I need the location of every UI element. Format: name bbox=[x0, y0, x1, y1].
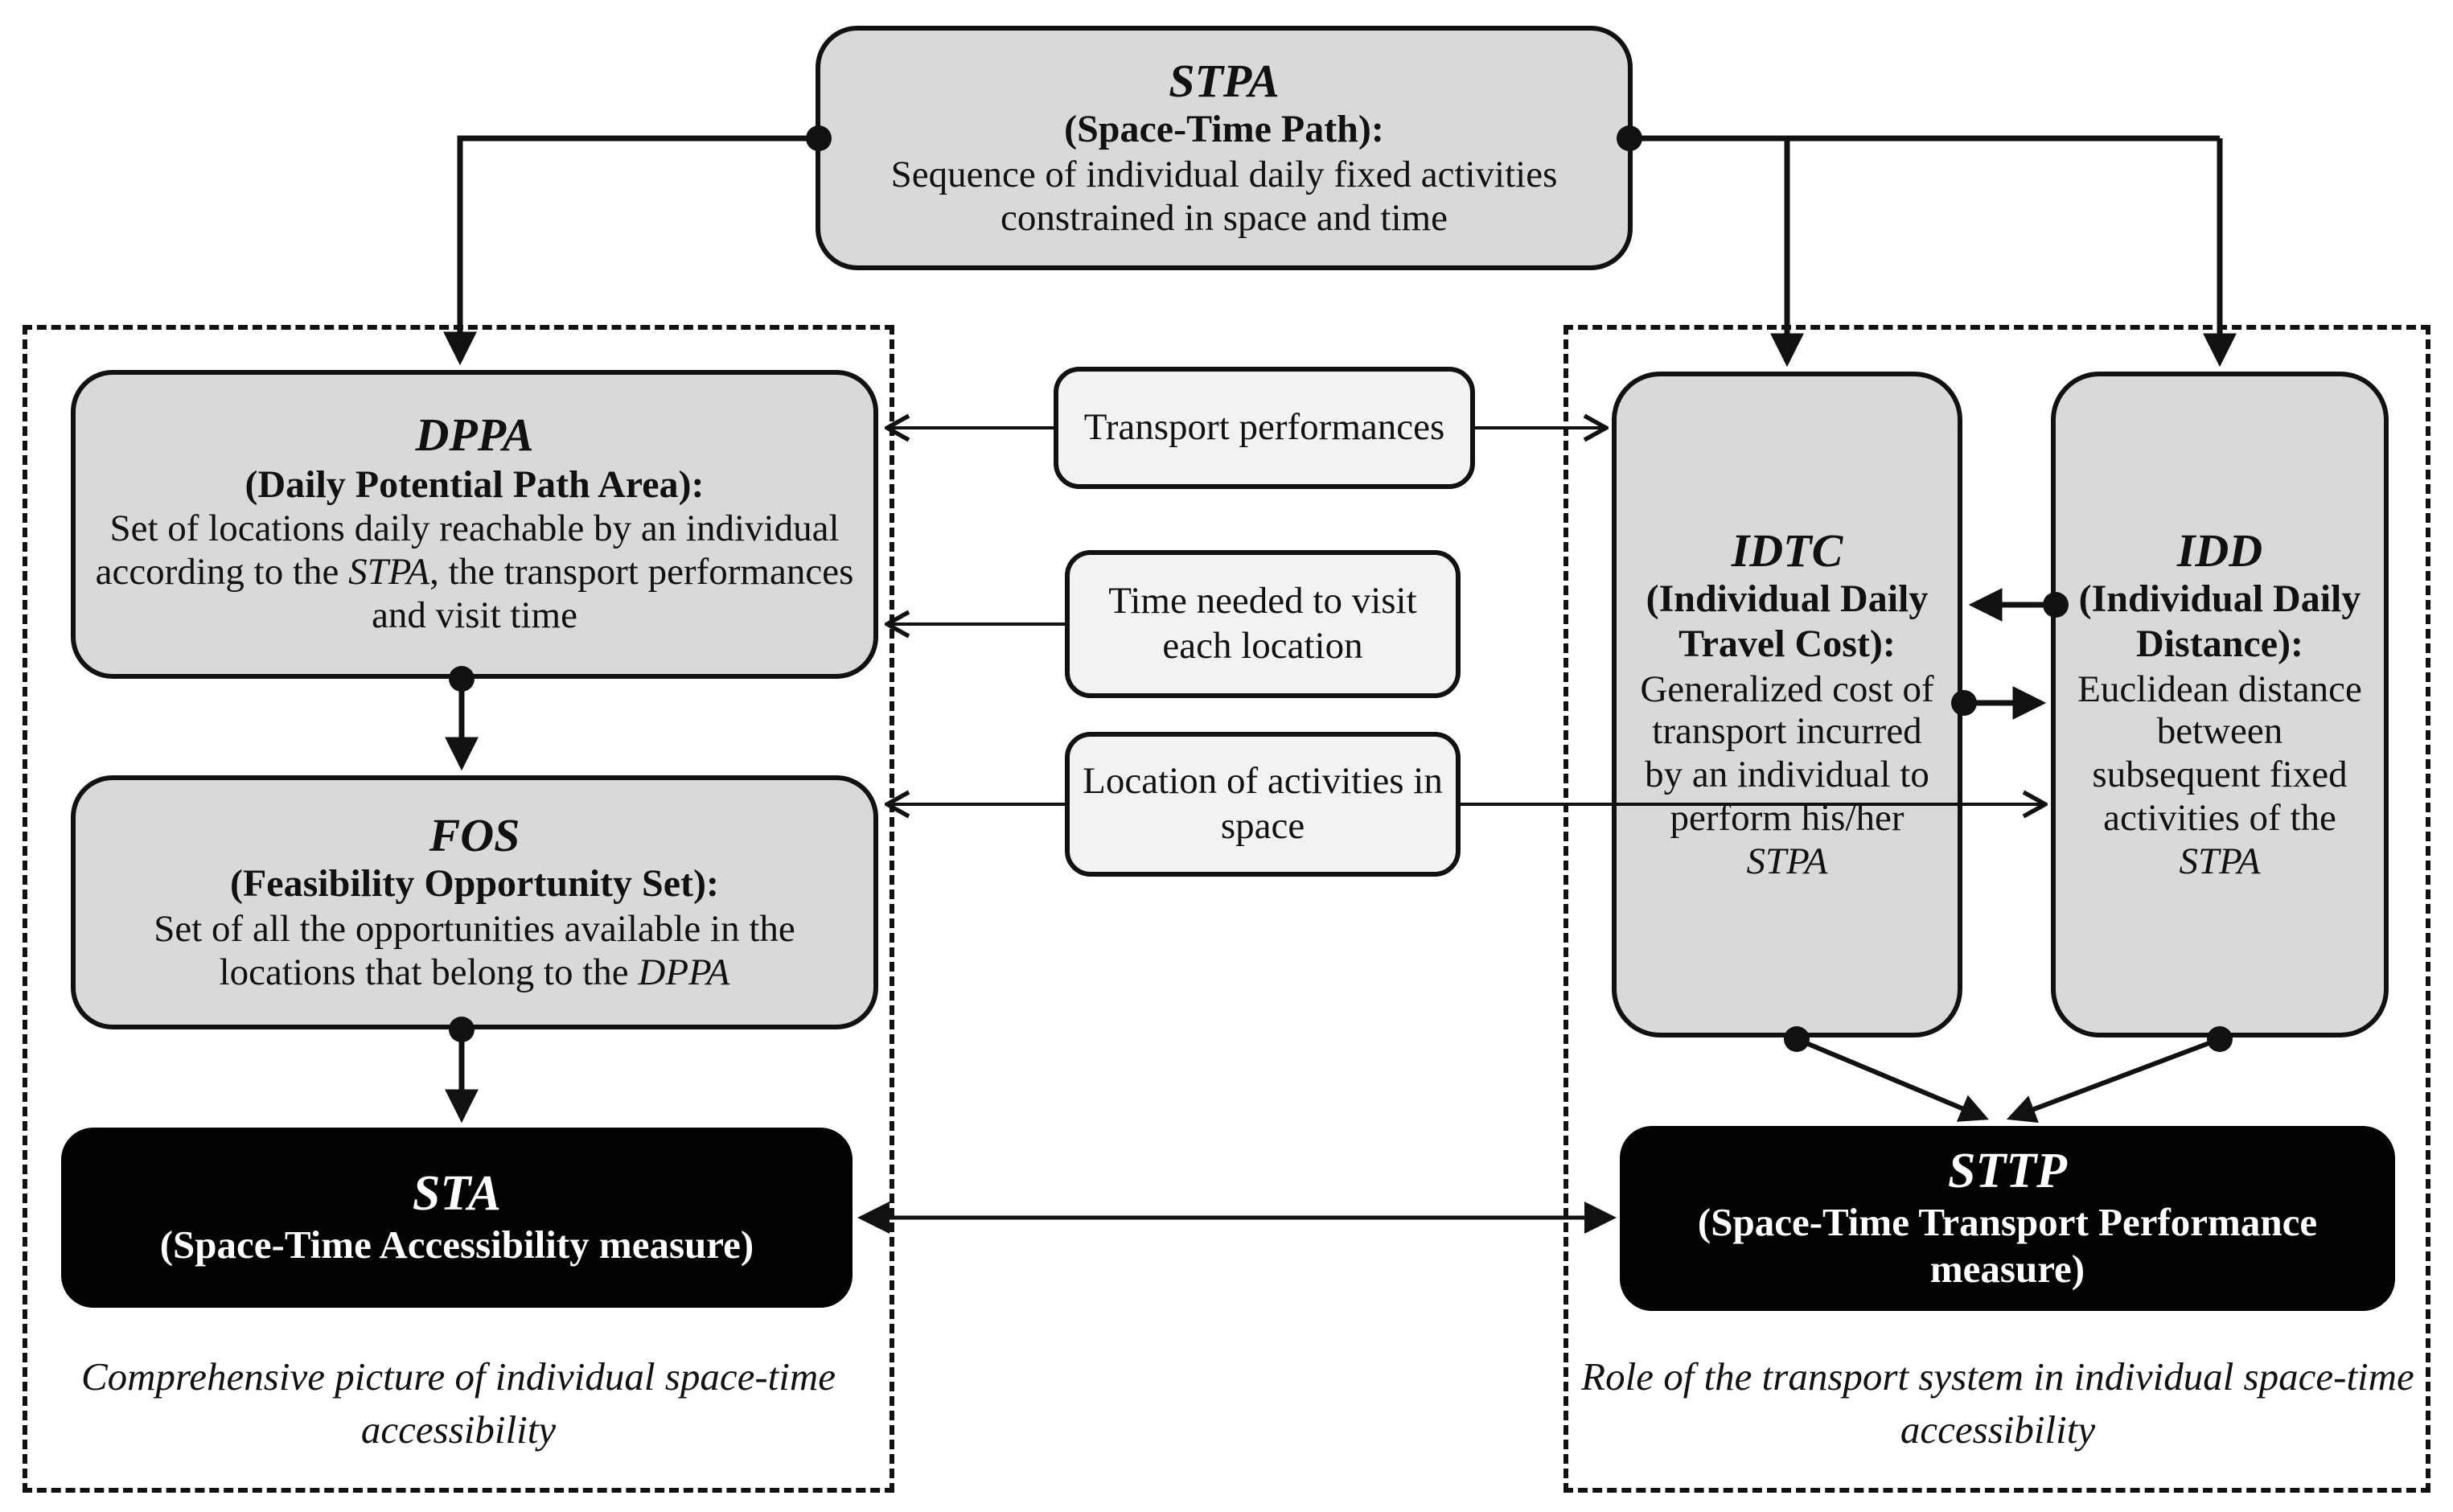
idd-desc-acronym: STPA bbox=[2179, 840, 2261, 883]
dppa-desc-text: Set of locations daily reachable by an i… bbox=[95, 508, 840, 594]
stpa-subtitle: (Space-Time Path): bbox=[1064, 109, 1384, 151]
dppa-desc-acronym: STPA bbox=[348, 552, 430, 594]
sta-box: STA (Space-Time Accessibility measure) bbox=[61, 1128, 853, 1308]
fos-title: FOS bbox=[429, 810, 520, 862]
fos-subtitle: (Feasibility Opportunity Set): bbox=[230, 863, 719, 906]
stpa-title: STPA bbox=[1169, 55, 1280, 108]
dppa-desc-text-after: , the transport performances and visit t… bbox=[372, 552, 854, 637]
idtc-subtitle: (Individual Daily Travel Cost): bbox=[1646, 578, 1929, 666]
stpa-box: STPA (Space-Time Path): Sequence of indi… bbox=[816, 26, 1633, 270]
dppa-title: DPPA bbox=[415, 410, 534, 462]
idd-description: Euclidean distance between subsequent fi… bbox=[2072, 668, 2368, 884]
sta-subtitle: (Space-Time Accessibility measure) bbox=[159, 1224, 754, 1268]
idtc-title: IDTC bbox=[1731, 525, 1843, 577]
sttp-subtitle: (Space-Time Transport Performance measur… bbox=[1697, 1201, 2318, 1292]
idtc-desc-acronym: STPA bbox=[1746, 840, 1828, 883]
idd-box: IDD (Individual Daily Distance): Euclide… bbox=[2051, 372, 2389, 1037]
idd-title: IDD bbox=[2176, 525, 2263, 577]
time-needed-box: Time needed to visit each location bbox=[1065, 550, 1461, 698]
sttp-title: STTP bbox=[1947, 1142, 2068, 1199]
fos-box: FOS (Feasibility Opportunity Set): Set o… bbox=[71, 775, 878, 1029]
dppa-subtitle: (Daily Potential Path Area): bbox=[244, 464, 705, 507]
stpa-description: Sequence of individual daily fixed activ… bbox=[890, 154, 1558, 240]
dppa-box: DPPA (Daily Potential Path Area): Set of… bbox=[71, 370, 878, 679]
sttp-box: STTP (Space-Time Transport Performance m… bbox=[1620, 1126, 2395, 1311]
fos-desc-text: Set of all the opportunities available i… bbox=[154, 908, 795, 994]
fos-desc-acronym: DPPA bbox=[638, 951, 730, 994]
idtc-description: Generalized cost of transport incurred b… bbox=[1633, 668, 1941, 884]
idd-subtitle: (Individual Daily Distance): bbox=[2078, 578, 2361, 666]
location-activities-box: Location of activities in space bbox=[1065, 732, 1461, 877]
dppa-description: Set of locations daily reachable by an i… bbox=[92, 509, 857, 639]
right-dashed-panel bbox=[1563, 325, 2430, 1493]
right-panel-caption: Role of the transport system in individu… bbox=[1581, 1356, 2414, 1453]
sta-title: STA bbox=[412, 1165, 502, 1222]
fos-description: Set of all the opportunities available i… bbox=[92, 909, 857, 995]
idtc-box: IDTC (Individual Daily Travel Cost): Gen… bbox=[1612, 372, 1962, 1037]
left-panel-caption: Comprehensive picture of individual spac… bbox=[80, 1356, 836, 1453]
idd-desc-text: Euclidean distance between subsequent fi… bbox=[2077, 668, 2362, 840]
transport-performances-box: Transport performances bbox=[1054, 367, 1475, 489]
idtc-desc-text: Generalized cost of transport incurred b… bbox=[1640, 668, 1934, 840]
